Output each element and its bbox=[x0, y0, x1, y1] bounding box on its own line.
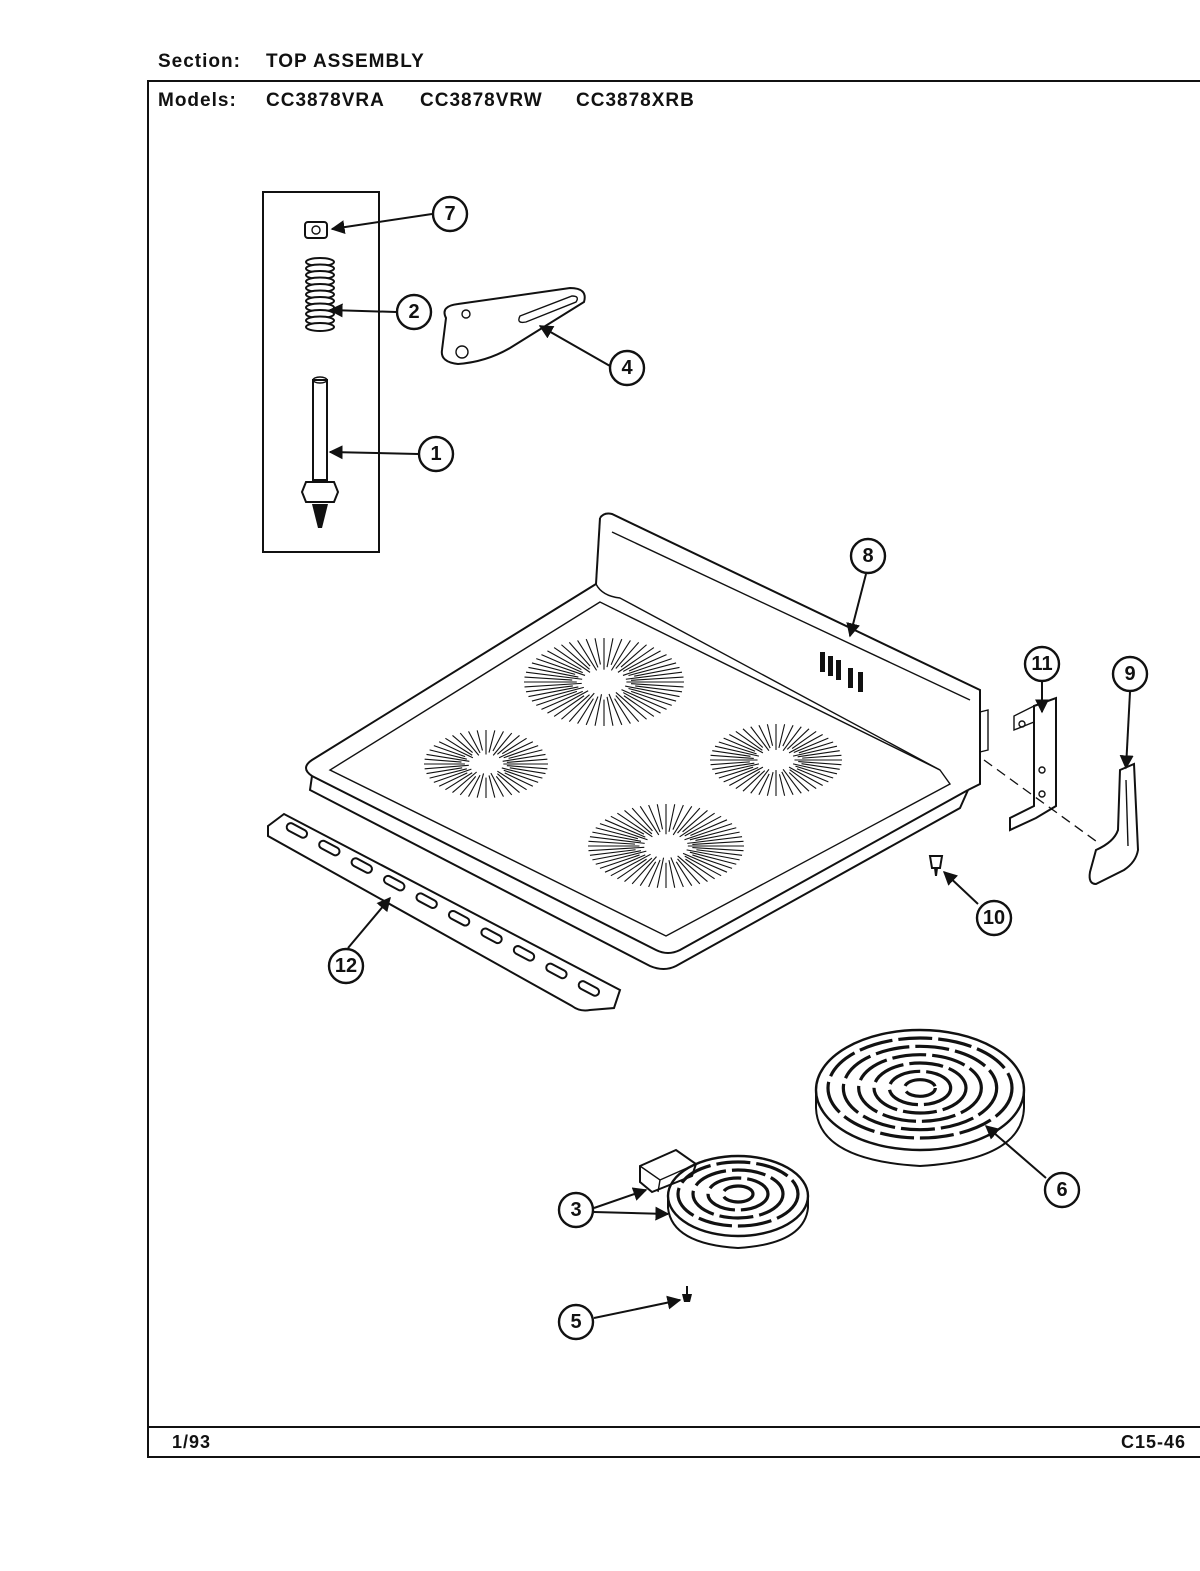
callout-number: 5 bbox=[570, 1311, 581, 1333]
callout-5: 5 bbox=[557, 1303, 595, 1341]
callout-number: 2 bbox=[408, 301, 419, 323]
trim-strip-slots bbox=[285, 822, 601, 997]
cooktop-part bbox=[305, 512, 981, 970]
callout-2: 2 bbox=[395, 293, 433, 331]
callout-1: 1 bbox=[417, 435, 455, 473]
revision-date: 1/93 bbox=[172, 1432, 212, 1452]
footer-divider bbox=[147, 1426, 1200, 1428]
callout-number: 10 bbox=[983, 907, 1005, 929]
callout-9: 9 bbox=[1111, 655, 1149, 693]
callout-11: 11 bbox=[1023, 645, 1061, 683]
screw-part bbox=[928, 855, 944, 876]
callout-number: 12 bbox=[335, 955, 357, 977]
callout-number: 1 bbox=[430, 443, 441, 465]
callout-number: 4 bbox=[621, 357, 633, 379]
front-trim-strip-part bbox=[267, 812, 622, 1012]
callout-4: 4 bbox=[608, 349, 646, 387]
side-trim-cap-part bbox=[1088, 762, 1140, 886]
callout-8: 8 bbox=[849, 537, 887, 575]
large-surface-element-part bbox=[814, 1028, 1026, 1168]
section-title: TOP ASSEMBLY bbox=[266, 51, 425, 72]
callout-number: 11 bbox=[1031, 653, 1052, 675]
small-surface-element-part bbox=[639, 1148, 810, 1250]
page-code: C15-46 bbox=[1121, 1432, 1187, 1452]
spring-part bbox=[305, 257, 335, 332]
hinge-bracket-part bbox=[440, 286, 586, 366]
section-label: Section: bbox=[158, 51, 241, 72]
callout-number: 9 bbox=[1124, 663, 1135, 685]
callout-3: 3 bbox=[557, 1191, 595, 1229]
leader-lines bbox=[328, 213, 1134, 1319]
burner-markings bbox=[424, 638, 842, 888]
inset-box bbox=[262, 191, 380, 553]
callout-number: 8 bbox=[862, 545, 873, 567]
models-label: Models: bbox=[158, 90, 237, 111]
callout-number: 6 bbox=[1056, 1179, 1067, 1201]
leveling-leg-part bbox=[300, 376, 340, 528]
model-number: CC3878VRA bbox=[266, 90, 385, 111]
screw-part bbox=[682, 1286, 692, 1302]
backguard-vent bbox=[820, 652, 863, 692]
diagram-frame bbox=[147, 80, 1200, 1458]
callout-number: 7 bbox=[444, 203, 455, 225]
model-number: CC3878XRB bbox=[576, 90, 695, 111]
callout-12: 12 bbox=[327, 947, 365, 985]
callout-7: 7 bbox=[431, 195, 469, 233]
callout-10: 10 bbox=[975, 899, 1013, 937]
callout-6: 6 bbox=[1043, 1171, 1081, 1209]
callout-number: 3 bbox=[570, 1199, 581, 1221]
model-number: CC3878VRW bbox=[420, 90, 543, 111]
nut-part bbox=[304, 221, 328, 239]
side-bracket-part bbox=[1009, 696, 1057, 832]
